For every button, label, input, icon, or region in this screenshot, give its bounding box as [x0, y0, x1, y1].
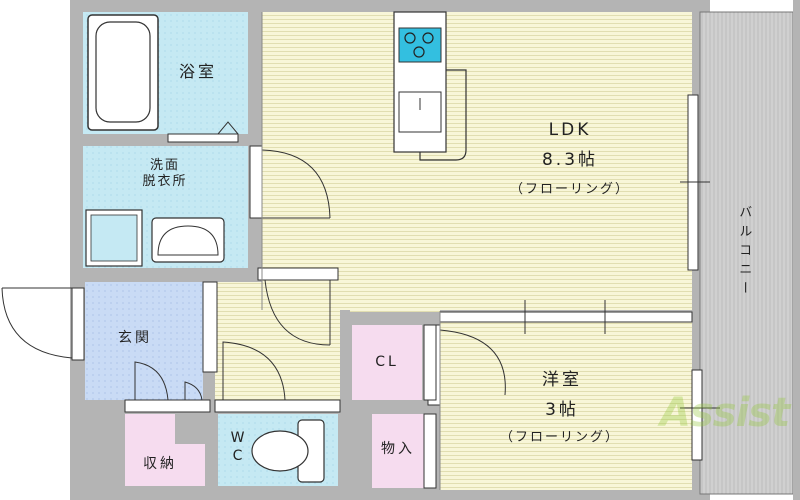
toilet-bowl: [251, 430, 309, 472]
bath-door: [167, 133, 239, 143]
label-shoe-storage: 収納: [143, 456, 177, 472]
label-washroom: 洗面 脱衣所: [142, 158, 188, 190]
hallway-floor: [215, 282, 340, 400]
label-bedroom-size: 3帖: [545, 400, 579, 420]
label-bedroom-floor: （フローリング）: [499, 430, 620, 445]
bedroom-wall-top: [439, 311, 693, 323]
shoe-cabinet-doors: [124, 399, 211, 413]
label-bedroom-name: 洋室: [542, 370, 582, 390]
label-balcony: バルコニー: [736, 205, 752, 300]
hall-door-swing: [264, 279, 331, 346]
stove: [398, 27, 442, 63]
label-ldk-floor: （フローリング）: [509, 182, 630, 197]
hall-door: [257, 267, 339, 281]
balcony-rail: [793, 0, 800, 500]
closet-room: [352, 325, 422, 400]
storage-door: [423, 413, 437, 489]
balcony-area: [699, 11, 794, 495]
label-bath: 浴室: [178, 62, 217, 81]
label-toilet: W C: [230, 430, 248, 464]
ldk-floor: [262, 12, 692, 310]
washroom-door-swing: [261, 149, 331, 219]
label-ldk-name: LDK: [548, 120, 592, 140]
counter-outline: [419, 69, 467, 161]
ldk-lower-floor: [350, 270, 440, 312]
label-ldk-size: 8.3帖: [541, 150, 599, 170]
bedroom-window: [691, 369, 703, 461]
storage-room: [372, 414, 424, 488]
bath-door-swing: [217, 121, 239, 135]
label-entrance: 玄関: [118, 330, 152, 346]
front-door-swing: [1, 287, 73, 359]
label-storage: 物入: [381, 441, 415, 457]
label-closet: CL: [375, 354, 399, 370]
toilet-door-swing: [222, 341, 286, 401]
closet-door: [423, 324, 437, 401]
bathtub-inner: [95, 21, 151, 123]
entrance-floor: [85, 282, 203, 400]
watermark-logo: Assist: [660, 390, 790, 436]
toilet-door: [214, 399, 341, 413]
washing-machine-inner: [90, 214, 138, 262]
wash-basin-bowl: [157, 225, 219, 256]
entrance-step: [202, 281, 218, 373]
washroom-door: [249, 145, 263, 219]
front-door: [71, 287, 85, 361]
bedroom-floor: [440, 322, 692, 490]
